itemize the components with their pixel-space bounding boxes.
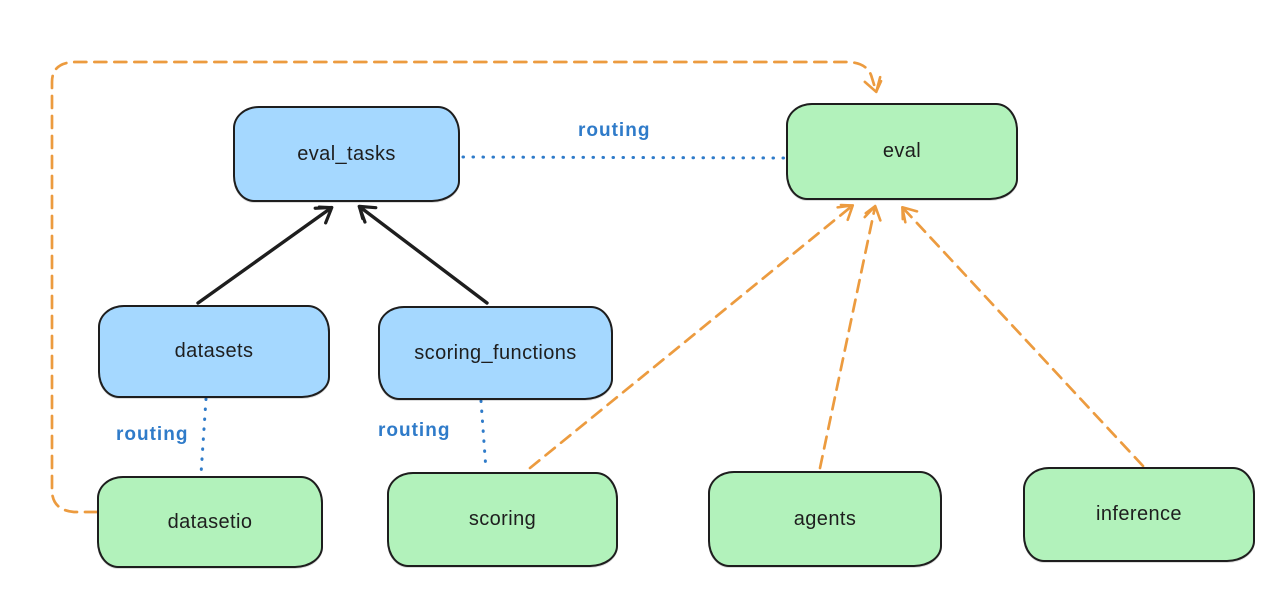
routing-label-eval_tasks-eval: routing [578, 120, 651, 141]
edge-agents-eval [818, 204, 882, 470]
edge-inference-eval [901, 205, 1145, 468]
node-eval: eval [786, 103, 1018, 200]
node-inference: inference [1023, 467, 1255, 562]
node-eval-tasks: eval_tasks [233, 106, 460, 202]
node-datasetio: datasetio [97, 476, 323, 568]
edge-datasets-datasetio [199, 397, 208, 476]
edge-datasets-eval_tasks [196, 205, 334, 305]
node-inference-label: inference [1096, 503, 1182, 525]
node-agents-label: agents [793, 507, 857, 530]
edge-scoring_functions-eval_tasks [357, 204, 489, 305]
node-eval-tasks-label: eval_tasks [297, 142, 396, 165]
edge-scoring_functions-scoring [479, 399, 488, 472]
node-scoring: scoring [387, 472, 618, 567]
edge-eval_tasks-eval [461, 155, 786, 160]
node-eval-label: eval [882, 140, 922, 162]
node-datasetio-label: datasetio [167, 510, 253, 533]
node-agents: agents [708, 471, 942, 567]
node-scoring-label: scoring [468, 508, 537, 530]
routing-label-scoring_functions-scoring: routing [378, 420, 451, 441]
node-scoring-functions-label: scoring_functions [414, 341, 577, 364]
node-datasets: datasets [98, 305, 330, 398]
node-datasets-label: datasets [174, 340, 254, 362]
node-scoring-functions: scoring_functions [378, 306, 613, 400]
routing-label-datasets-datasetio: routing [116, 424, 189, 445]
